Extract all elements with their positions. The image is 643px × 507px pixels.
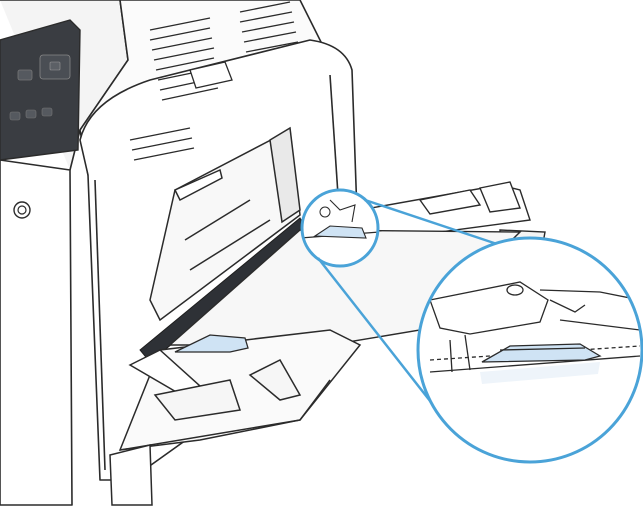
lower-tray — [109, 329, 362, 506]
paper-guide-front — [174, 334, 249, 353]
zoom-detail — [416, 236, 643, 464]
control-panel — [0, 19, 81, 161]
vent-slots — [129, 1, 299, 161]
callout-source-circle — [300, 188, 380, 268]
callout-connector — [317, 198, 501, 421]
power-button-icon — [13, 201, 31, 219]
tray-cavity — [149, 126, 301, 322]
